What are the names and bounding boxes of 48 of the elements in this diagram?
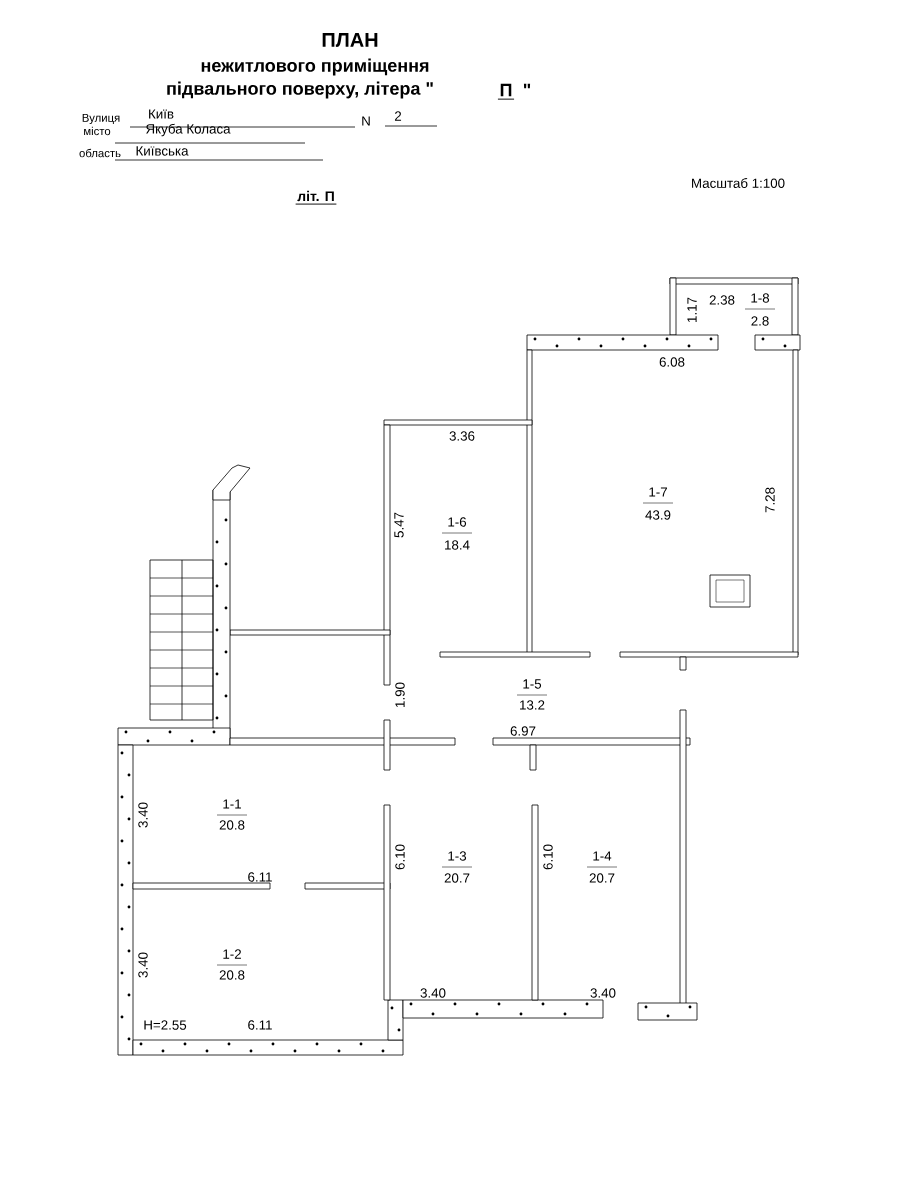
room-number: 1-8 — [751, 293, 770, 303]
subtitle: нежитлового приміщення — [201, 58, 429, 76]
height-note: H=2.55 — [144, 1020, 187, 1030]
room-area: 20.8 — [219, 970, 245, 980]
dimension-label: 3.36 — [449, 431, 475, 441]
dimension-label: 3.40 — [420, 988, 446, 998]
dimension-label: 1.90 — [395, 682, 405, 707]
room-area: 2.8 — [751, 316, 769, 326]
dimension-label: 1.17 — [687, 297, 697, 322]
dimension-label: 6.10 — [395, 844, 405, 870]
room-area: 20.8 — [219, 820, 245, 830]
room-area: 13.2 — [520, 700, 545, 710]
subtitle: підвального поверху, літера " — [167, 81, 433, 99]
room-area: 43.9 — [645, 510, 671, 520]
dimension-label: 3.40 — [138, 802, 148, 828]
room-number: 1-1 — [223, 799, 241, 809]
room-number: 1-4 — [593, 851, 612, 861]
field-value: 2 — [394, 111, 402, 121]
dimension-label: 7.28 — [765, 487, 775, 513]
letter-value: П — [497, 83, 515, 100]
field-value: Київ — [149, 109, 174, 119]
room-number: 1-6 — [448, 517, 467, 527]
dimension-label: 6.10 — [543, 844, 553, 870]
dimension-label: 3.40 — [138, 952, 148, 978]
room-area: 20.7 — [444, 873, 470, 883]
room-number: 1-7 — [649, 487, 667, 497]
dimension-label: 6.97 — [510, 726, 536, 736]
dimension-label: 6.11 — [248, 1020, 272, 1030]
dimension-label: 6.11 — [248, 872, 272, 882]
room-area: 18.4 — [445, 540, 470, 550]
form-label: область — [79, 148, 121, 158]
field-value: Київська — [136, 146, 189, 156]
room-number: 1-3 — [448, 851, 467, 861]
title: ПЛАН — [322, 33, 378, 47]
form-label: місто — [84, 126, 111, 136]
room-area: 20.7 — [589, 873, 615, 883]
dimension-label: 5.47 — [394, 512, 404, 538]
dimension-label: 6.08 — [659, 357, 685, 367]
dimension-label: 3.40 — [590, 988, 616, 998]
scale-note: Масштаб 1:100 — [692, 178, 785, 188]
dimension-label: 2.38 — [709, 295, 735, 305]
room-number: 1-5 — [523, 679, 542, 689]
form-label: N — [362, 116, 370, 126]
form-label: Вулиця — [82, 113, 120, 125]
room-number: 1-2 — [223, 949, 241, 959]
sheet-heading: літ. П — [295, 190, 337, 205]
field-value: Якуба Коласа — [146, 123, 231, 137]
subtitle: " — [523, 83, 531, 89]
